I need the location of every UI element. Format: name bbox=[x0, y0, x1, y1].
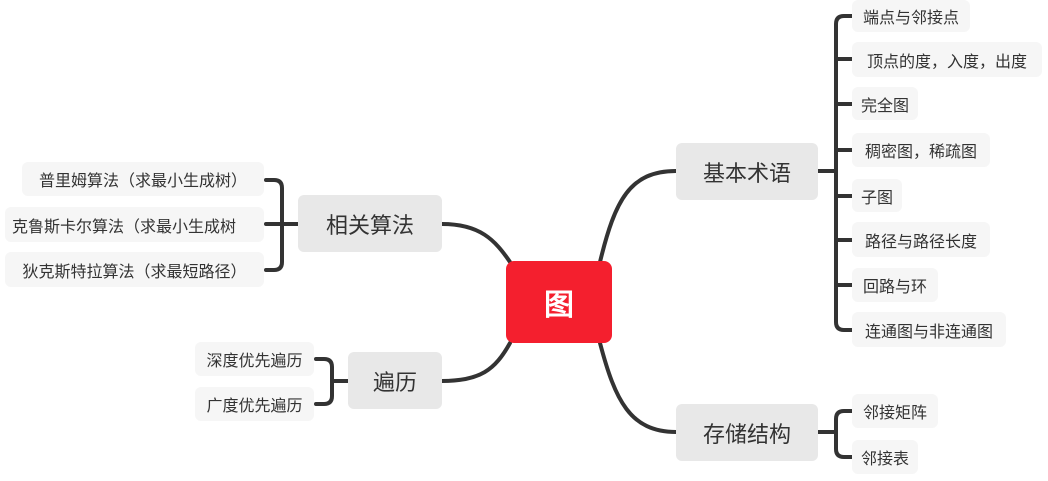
leaf-node[interactable]: 邻接矩阵 bbox=[852, 394, 938, 428]
leaf-node[interactable]: 普里姆算法（求最小生成树） bbox=[22, 162, 264, 196]
root-node[interactable]: 图 bbox=[506, 261, 612, 343]
leaf-node[interactable]: 顶点的度，入度，出度 bbox=[852, 42, 1042, 77]
branch-basic-terms[interactable]: 基本术语 bbox=[676, 143, 818, 200]
branch-storage-structure[interactable]: 存储结构 bbox=[676, 404, 818, 461]
leaf-node[interactable]: 狄克斯特拉算法（求最短路径） bbox=[5, 252, 264, 287]
branch-traversal[interactable]: 遍历 bbox=[348, 352, 442, 409]
leaf-node[interactable]: 广度优先遍历 bbox=[195, 387, 314, 421]
leaf-node[interactable]: 回路与环 bbox=[852, 268, 938, 302]
leaf-node[interactable]: 端点与邻接点 bbox=[852, 0, 970, 32]
leaf-node[interactable]: 连通图与非连通图 bbox=[852, 312, 1006, 347]
branch-related-algorithms[interactable]: 相关算法 bbox=[298, 195, 442, 252]
leaf-node[interactable]: 克鲁斯卡尔算法（求最小生成树 bbox=[5, 207, 264, 242]
leaf-node[interactable]: 稠密图，稀疏图 bbox=[852, 133, 990, 167]
leaf-node[interactable]: 路径与路径长度 bbox=[852, 222, 990, 257]
leaf-node[interactable]: 邻接表 bbox=[852, 440, 918, 474]
leaf-node[interactable]: 完全图 bbox=[852, 87, 918, 120]
leaf-node[interactable]: 子图 bbox=[852, 179, 902, 212]
leaf-node[interactable]: 深度优先遍历 bbox=[195, 342, 314, 376]
